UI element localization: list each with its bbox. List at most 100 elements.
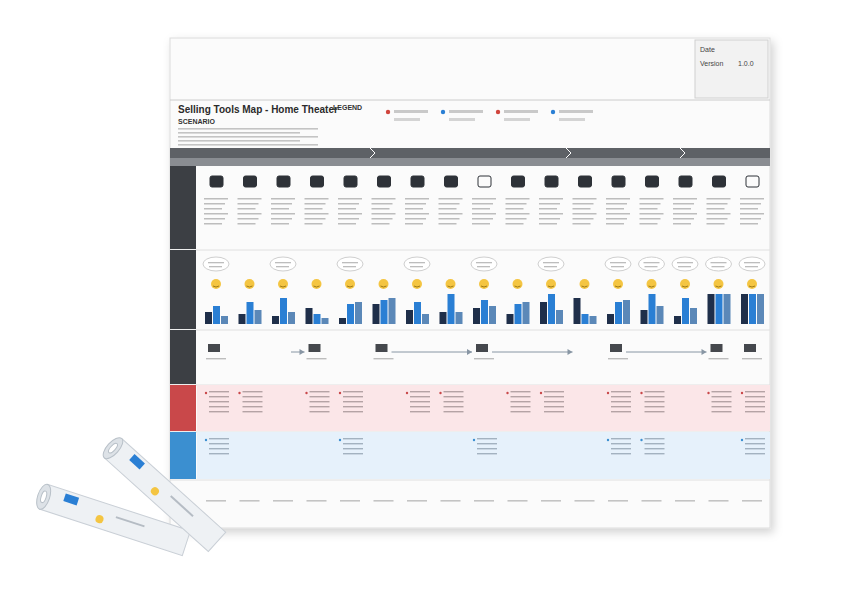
bubble-line [477,266,490,267]
emotion-bar [690,308,697,324]
emotion-mouth [448,286,454,287]
device-icon [610,344,622,352]
description-line [606,203,627,205]
thought-bubble [538,257,564,271]
opportunity-line [611,438,631,439]
pain-line [745,406,765,407]
emotion-mouth [548,286,554,287]
description-line [271,218,292,220]
description-line [573,208,591,210]
opportunity-line [745,438,765,439]
device-icon [208,344,220,352]
description-line [372,198,396,200]
pain-line [511,391,531,392]
pain-line [544,406,564,407]
device-line [742,358,762,359]
bubble-line [744,262,760,263]
opportunity-line [343,448,363,449]
footer-line [206,500,226,502]
pain-line [712,411,732,412]
description-line [271,223,289,225]
description-line [204,223,222,225]
flow-arrowhead [467,349,472,355]
bubble-line [208,262,224,263]
stage-chevron [370,148,375,158]
opportunity-line [209,448,229,449]
roll-end [100,434,126,461]
emotion-bar [406,310,413,324]
pain-line [544,391,564,392]
opportunity-band [197,432,770,479]
emotion-mouth [615,286,621,287]
pain-line [209,391,229,392]
description-line [640,208,658,210]
flow-arrowhead [568,349,573,355]
pain-line [310,406,330,407]
description-line [372,223,390,225]
bubble-line [209,266,222,267]
pain-line [243,396,263,397]
emotion-bar [213,306,220,324]
pain-line [310,401,330,402]
description-line [204,213,228,215]
flow-arrow [492,352,573,353]
emotion-bar [448,294,455,324]
pain-line [444,411,464,412]
description-line [640,223,658,225]
description-line [405,198,429,200]
touchpoint-icon [277,176,290,187]
description-line [606,208,624,210]
description-line [439,213,463,215]
touchpoint-icon [311,176,324,187]
description-line [506,208,524,210]
legend-line [394,110,428,113]
scenario-line [178,144,318,146]
flow-arrow [392,352,473,353]
opportunity-line [745,448,765,449]
pain-line [243,411,263,412]
step-bar [170,158,770,166]
flow-arrowhead [300,349,305,355]
footer-line [642,500,662,502]
pain-line [410,396,430,397]
description-line [740,198,764,200]
roll-end [34,483,53,511]
footer-line [575,500,595,502]
emotion-bar [456,312,463,324]
description-line [640,198,664,200]
device-icon [309,344,321,352]
description-line [439,203,460,205]
legend-dot [386,110,390,114]
pain-line [343,411,363,412]
description-line [204,208,222,210]
pain-line [544,401,564,402]
poster-label: Date [700,46,715,53]
touchpoint-icon [411,176,424,187]
description-line [573,198,597,200]
description-line [606,213,630,215]
bubble-line [544,266,557,267]
emotion-mouth [247,286,253,287]
roll-print [94,514,104,524]
description-line [539,198,563,200]
emotion-mouth [414,286,420,287]
description-line [606,218,627,220]
pain-line [444,396,464,397]
opportunity-line [645,448,665,449]
emotion-bar [615,302,622,324]
description-line [338,203,359,205]
touchpoint-icon [378,176,391,187]
emotion-bar [649,294,656,324]
pain-line [209,396,229,397]
emotion-bar [641,310,648,324]
emotion-bar [674,316,681,324]
pain-line [343,401,363,402]
description-line [573,223,591,225]
device-icon [744,344,756,352]
bubble-line [610,262,626,263]
thought-bubble [471,257,497,271]
emotion-bar [280,298,287,324]
description-line [506,198,530,200]
description-line [472,223,490,225]
opportunity-bullet [339,439,341,441]
